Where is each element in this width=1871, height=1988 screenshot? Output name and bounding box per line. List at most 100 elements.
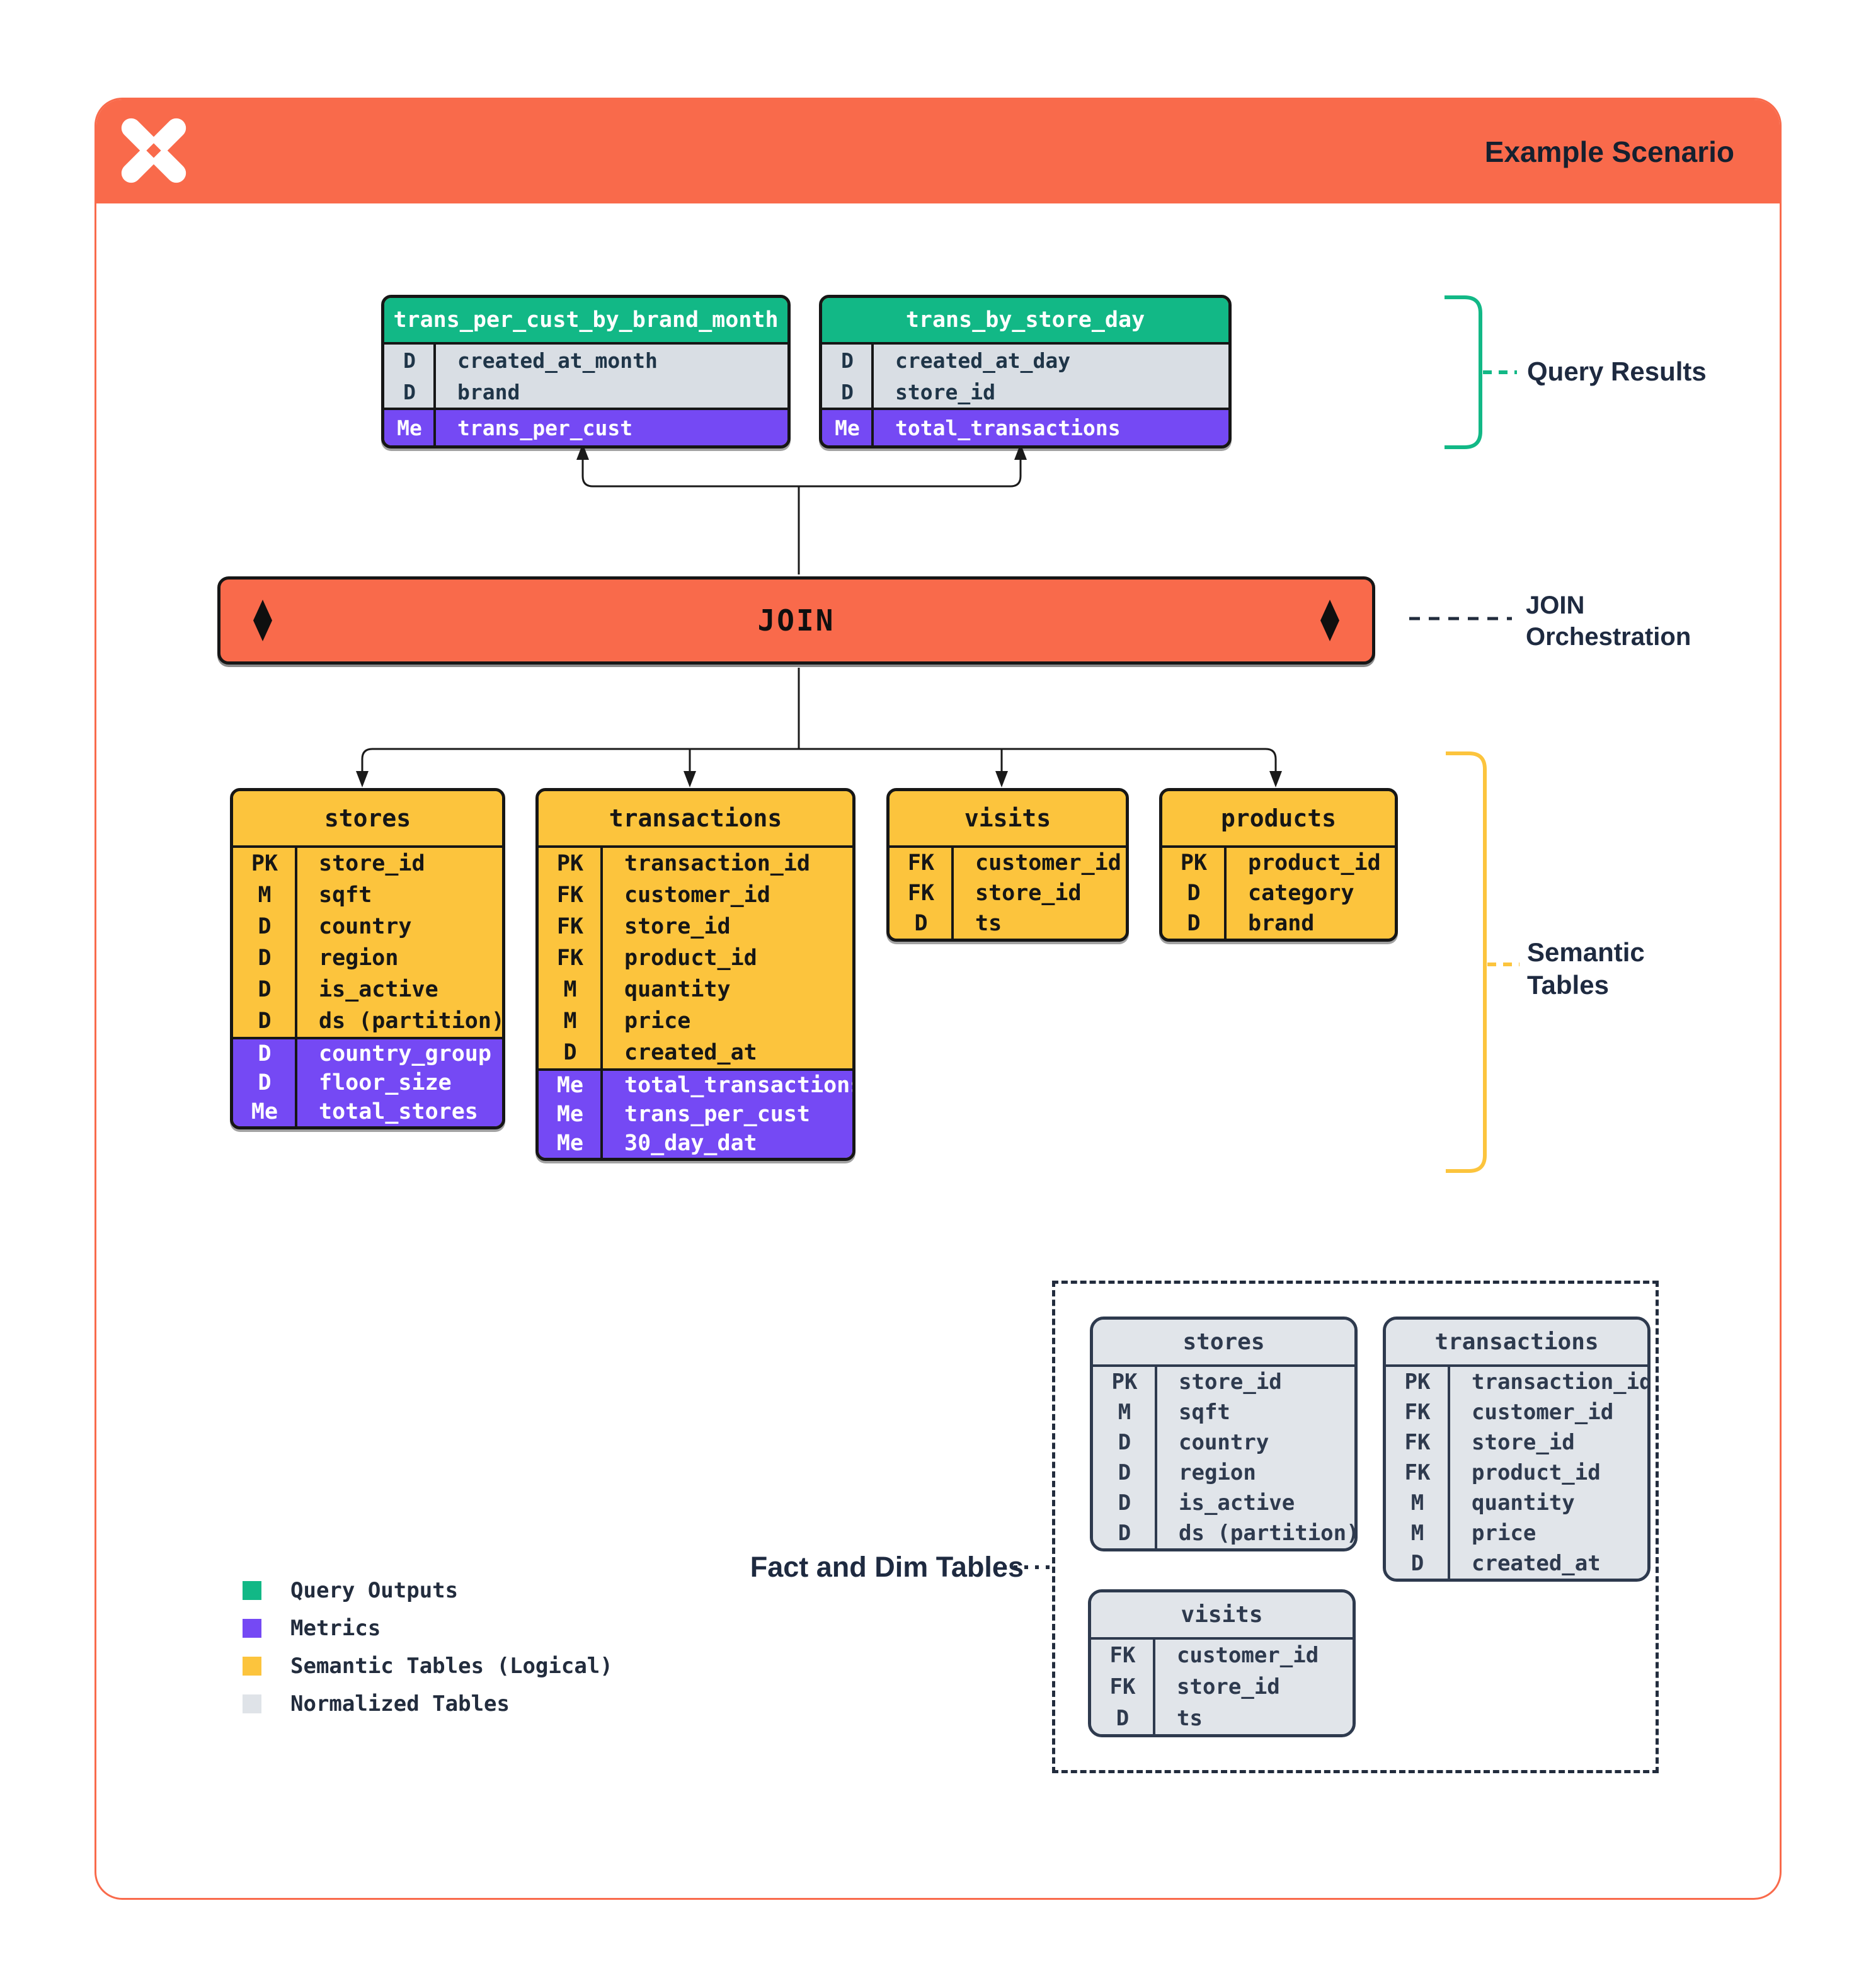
row-key-label: D	[258, 1041, 272, 1066]
row-key-label: D	[1187, 911, 1201, 936]
row-key-label: M	[1410, 1490, 1424, 1516]
row-key-label: FK	[1404, 1400, 1431, 1425]
table-title: visits	[1091, 1592, 1353, 1640]
table-row: FK customer_id	[1386, 1397, 1647, 1427]
table-title: transactions	[1386, 1320, 1647, 1367]
row-field-name: customer_id	[975, 850, 1121, 876]
row-key-label: D	[563, 1040, 577, 1065]
key-column-divider	[295, 848, 297, 1126]
table-row: FK customer_id	[539, 879, 852, 911]
key-column-divider	[951, 848, 954, 939]
row-key-label: Me	[556, 1131, 584, 1156]
row-field-name: customer_id	[1472, 1400, 1614, 1425]
row-key-label: PK	[1111, 1369, 1138, 1395]
table-title: trans_per_cust_by_brand_month	[384, 298, 787, 345]
table-title: stores	[1093, 1320, 1354, 1367]
join-label: JOIN	[757, 603, 835, 637]
row-key-label: D	[1118, 1490, 1131, 1516]
row-field-name: product_id	[1472, 1460, 1601, 1485]
pinwheel-x-logo-icon	[121, 118, 186, 183]
semantic-tables-label: Semantic Tables	[1527, 936, 1645, 1002]
row-key-label: PK	[1404, 1369, 1431, 1395]
row-key-label: PK	[1180, 850, 1208, 876]
row-key-label: D	[258, 914, 272, 939]
row-key-label: Me	[556, 1073, 584, 1098]
row-key-label: D	[1118, 1430, 1131, 1455]
row-key-label: D	[258, 1070, 272, 1095]
table-title: products	[1162, 791, 1395, 848]
row-key-label: Me	[397, 415, 422, 440]
key-column-divider	[1448, 1367, 1450, 1579]
row-field-name: store_id	[895, 379, 995, 404]
row-field-name: created_at	[624, 1040, 757, 1065]
row-key-label: D	[258, 977, 272, 1002]
row-key-label: Me	[556, 1102, 584, 1127]
row-key-label: FK	[1404, 1460, 1431, 1485]
row-field-name: category	[1248, 881, 1354, 906]
legend-label: Normalized Tables	[290, 1691, 510, 1717]
row-field-name: ts	[975, 911, 1002, 936]
card-header: Example Scenario	[96, 100, 1780, 203]
row-key-label: FK	[1404, 1430, 1431, 1455]
row-field-name: brand	[457, 379, 520, 404]
row-key-label: D	[1187, 881, 1201, 906]
row-field-name: sqft	[319, 883, 372, 908]
row-field-name: transaction_id	[1472, 1369, 1651, 1395]
legend-swatch-icon	[243, 1619, 261, 1638]
legend-label: Query Outputs	[290, 1578, 459, 1603]
semantic-tables-label-line2: Tables	[1527, 970, 1609, 1000]
key-column-divider	[1153, 1640, 1155, 1734]
row-field-name: created_at_day	[895, 348, 1071, 373]
join-orchestration-label-line1: JOIN	[1526, 591, 1585, 619]
key-column-divider	[1224, 848, 1227, 939]
table-title: visits	[890, 791, 1126, 848]
row-field-name: created_at_month	[457, 348, 658, 373]
row-key-label: FK	[556, 883, 584, 908]
row-field-name: customer_id	[1177, 1643, 1319, 1668]
join-orchestration-label: JOIN Orchestration	[1526, 590, 1691, 653]
key-column-divider	[600, 848, 603, 1158]
row-field-name: store_id	[624, 914, 731, 939]
row-field-name: store_id	[975, 881, 1082, 906]
row-key-label: D	[841, 379, 854, 404]
row-key-label: M	[563, 977, 577, 1002]
row-key-label: FK	[556, 914, 584, 939]
row-field-name: ds (partition)	[1179, 1521, 1358, 1546]
table-row: FK customer_id	[1091, 1640, 1353, 1671]
row-field-name: created_at	[1472, 1551, 1601, 1576]
diamond-icon	[1320, 600, 1339, 641]
key-column-divider	[1155, 1367, 1157, 1548]
row-field-name: region	[1179, 1460, 1256, 1485]
table-row: FK store_id	[539, 911, 852, 942]
normalized-tables-boundary	[1052, 1281, 1659, 1773]
row-key-label: D	[1410, 1551, 1424, 1576]
row-key-label: D	[403, 348, 416, 373]
row-key-label: FK	[1109, 1643, 1136, 1668]
row-field-name: customer_id	[624, 883, 770, 908]
diamond-icon	[253, 600, 272, 641]
row-key-label: PK	[251, 851, 278, 876]
